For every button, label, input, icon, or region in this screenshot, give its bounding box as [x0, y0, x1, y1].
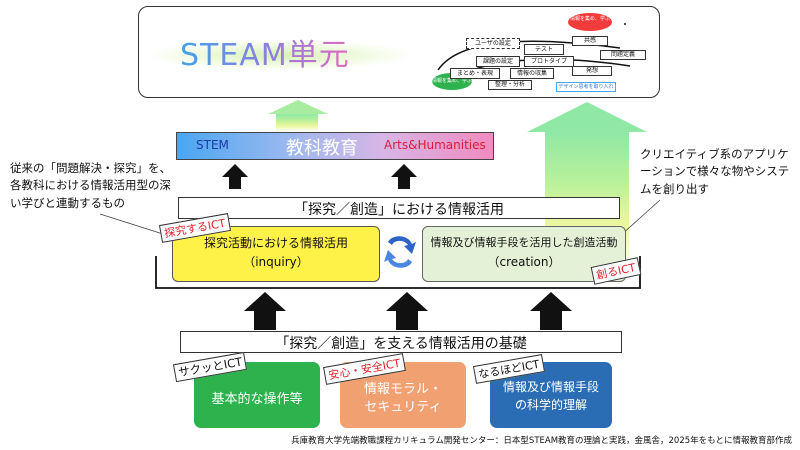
foundation-arrow-shaft-3 — [540, 310, 562, 330]
inquiry-creation-title-box — [178, 197, 620, 219]
black-arrow-shaft-1 — [229, 176, 241, 189]
stem-label: STEM — [196, 138, 229, 152]
cycle-node-summary: まとめ・表現 — [450, 68, 500, 79]
cycle-node-issue-setting: 課題の設定 — [476, 56, 520, 67]
foundation-science-line2: の科学的理解 — [514, 398, 587, 412]
right-note: クリエイティブ系のアプリケーションで様々な物やシステムを創り出す — [640, 147, 790, 196]
small-gradient-arrow-head — [268, 100, 328, 114]
left-note: 従来の「問題解決・探究」を、各教科における情報活用型の深い学びと連動するもの — [10, 161, 171, 210]
cycle-node-prototype: プロトタイプ — [524, 56, 574, 67]
cycle-badge-red — [568, 13, 612, 31]
cycle-node-design-thinking: デザイン思考を取り入れ — [556, 82, 616, 92]
cycle-node-common: 共感 — [572, 36, 608, 46]
foundation-arrow-head-3 — [530, 292, 572, 311]
foundation-title: 「探究／創造」を支える情報活用の基礎 — [275, 336, 527, 352]
foundation-arrow-shaft-2 — [396, 310, 418, 330]
cycle-node-test: テスト — [524, 44, 564, 55]
foundation-operation-line1: 基本的な操作等 — [211, 392, 303, 407]
cycle-node-info-collection: 情報の収集 — [510, 68, 554, 79]
foundation-arrow-head-2 — [386, 292, 428, 311]
creation-line2: （creation） — [487, 255, 561, 269]
foundation-moral-line1: 情報モラル・ — [363, 382, 442, 397]
steam-title-glow — [150, 40, 410, 70]
cycle-badge-red-label: 情報を集め、学ぶ — [569, 16, 610, 22]
subject-education-label: 教科教育 — [286, 138, 358, 159]
black-arrow-head-2 — [391, 164, 417, 177]
inquiry-line1: 探究活動における情報活用 — [203, 236, 348, 250]
black-arrow-shaft-2 — [398, 176, 410, 189]
cycle-node-user-setting: ユーザの設定 — [466, 38, 520, 49]
foundation-arrow-head-1 — [244, 292, 286, 311]
subject-education-bar — [176, 132, 494, 160]
steam-unit-title: STEAM単元 — [180, 30, 400, 74]
foundation-science-line1: 情報及び情報手段 — [502, 380, 599, 394]
inquiry-box — [172, 226, 380, 282]
source-caption: 兵庫教育大学先端教職課程カリキュラム開発センター：日本型STEAM教育の理論と実… — [291, 436, 792, 446]
arts-humanities-label: Arts&Humanities — [384, 138, 486, 152]
black-arrow-head-1 — [222, 164, 248, 177]
cycle-node-organize: 整理・分析 — [488, 80, 532, 90]
creation-line1: 情報及び情報手段を活用した創造活動 — [430, 236, 618, 249]
cycle-arrows-icon — [384, 236, 416, 268]
cycle-node-ideation: 発想 — [572, 66, 612, 76]
cycle-badge-green-label: 情報を集め、学ぶ — [432, 78, 473, 84]
inquiry-line2: （inquiry） — [243, 255, 309, 269]
small-gradient-arrow-shaft — [276, 114, 318, 132]
foundation-arrow-shaft-1 — [254, 310, 276, 330]
foundation-moral-line2: セキュリティ — [364, 400, 442, 415]
cycle-node-problem-definition: 問題定義 — [600, 50, 646, 60]
foundation-title-box — [180, 331, 622, 353]
large-gradient-arrow-head — [527, 102, 647, 132]
inquiry-creation-title: 「探究／創造」における情報活用 — [294, 202, 504, 218]
